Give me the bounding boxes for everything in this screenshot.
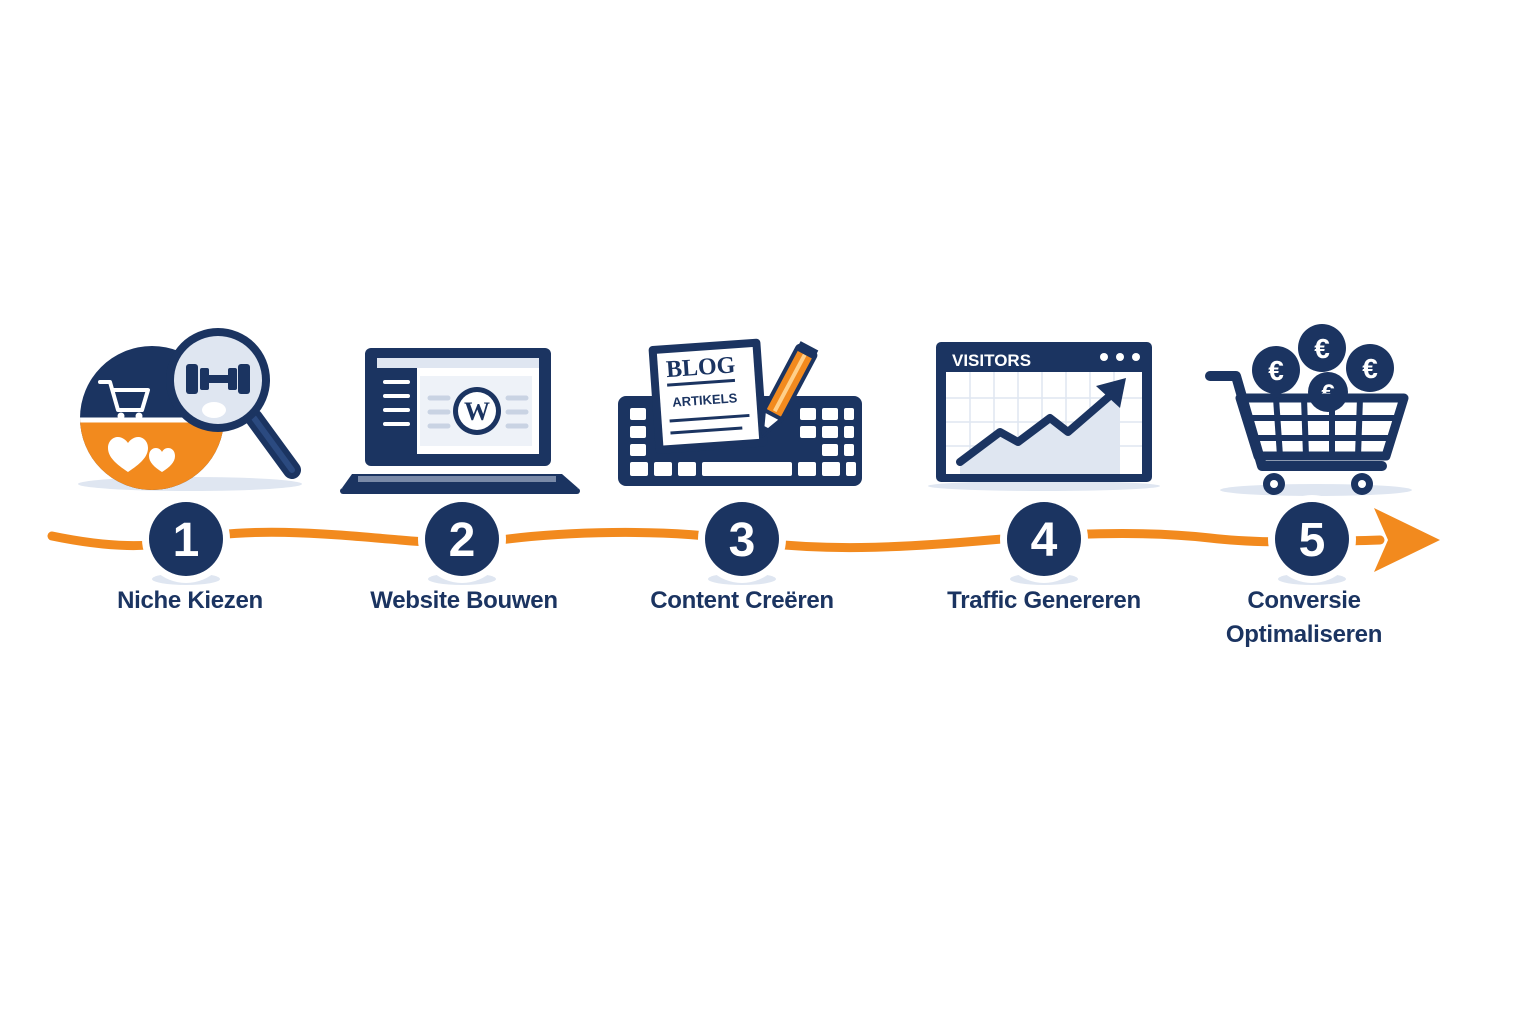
- step-label-4: Traffic Genereren: [947, 587, 1141, 614]
- step-badge-1: 1: [142, 495, 230, 585]
- niche-search-icon: [78, 328, 302, 491]
- euro-cart-icon: € € € €: [1205, 324, 1412, 496]
- step-badge-5: 5: [1268, 495, 1356, 585]
- step-number-2: 2: [449, 514, 476, 567]
- step-badge-3: 3: [698, 495, 786, 585]
- step-badge-2: 2: [418, 495, 506, 585]
- visitors-text: VISITORS: [952, 351, 1031, 370]
- euro-coin-3: €: [1362, 353, 1378, 384]
- step-label-2: Website Bouwen: [370, 587, 558, 614]
- svg-text:W: W: [464, 397, 490, 426]
- step-label-5: Conversie Optimaliseren: [1225, 587, 1383, 648]
- step-number-1: 1: [173, 514, 200, 567]
- step-number-5: 5: [1299, 514, 1326, 567]
- step-label-1: Niche Kiezen: [117, 587, 263, 614]
- step-number-3: 3: [729, 514, 756, 567]
- step-label-3: Content Creëren: [650, 587, 834, 614]
- euro-coin-1: €: [1268, 355, 1284, 386]
- step-badge-4: 4: [1000, 495, 1088, 585]
- wordpress-laptop-icon: W: [340, 348, 580, 494]
- artikels-text: ARTIKELS: [672, 390, 738, 410]
- euro-coin-2: €: [1314, 333, 1330, 364]
- visitors-chart-icon: VISITORS: [928, 342, 1160, 491]
- flow-arrowhead: [1374, 508, 1440, 572]
- blog-keyboard-icon: BLOG ARTIKELS: [618, 338, 862, 486]
- step-number-4: 4: [1031, 514, 1058, 567]
- blog-title-text: BLOG: [665, 352, 736, 383]
- flow-line: [47, 527, 1385, 553]
